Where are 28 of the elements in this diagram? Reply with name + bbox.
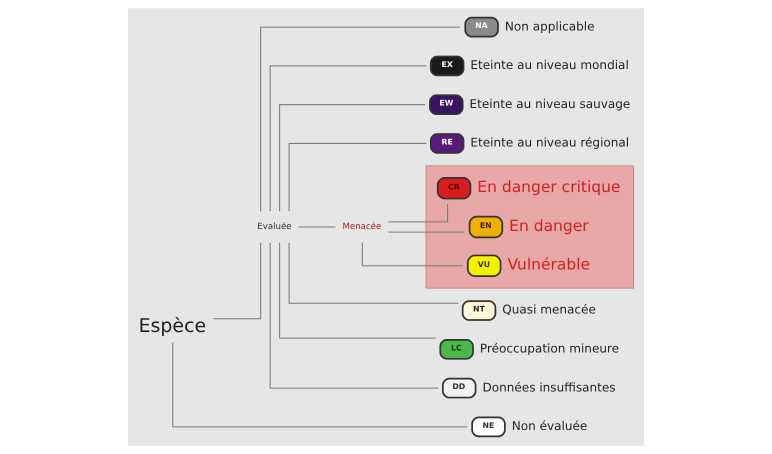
connector <box>279 104 426 212</box>
connector <box>260 26 460 212</box>
connector <box>388 232 465 233</box>
connector <box>270 242 438 389</box>
node-text: Espèce <box>138 314 206 337</box>
connector <box>213 242 262 320</box>
node-label: En danger critique <box>477 178 620 196</box>
node-label: Eteinte au niveau régional <box>470 136 630 150</box>
cluster <box>426 165 634 289</box>
node-label: Préoccupation mineure <box>480 342 620 356</box>
node-text: Evaluée <box>257 222 292 232</box>
node-label: Non applicable <box>504 19 595 34</box>
node-label: Quasi menacée <box>502 302 596 317</box>
connector <box>288 242 458 304</box>
connector <box>388 204 448 222</box>
connector <box>172 342 468 428</box>
node-label: Données insuffisantes <box>482 380 616 394</box>
node-label: En danger <box>509 216 589 235</box>
node-label: Eteinte au niveau sauvage <box>470 96 630 111</box>
connector <box>298 226 336 228</box>
node-label: Non évaluée <box>512 419 588 434</box>
node-label: Eteinte au niveau mondial <box>470 58 629 72</box>
connector <box>362 242 463 266</box>
connector <box>279 242 436 339</box>
connector <box>270 65 426 212</box>
node-text: Menacée <box>342 222 382 232</box>
node-label: Vulnérable <box>507 256 590 274</box>
connector <box>288 142 426 212</box>
